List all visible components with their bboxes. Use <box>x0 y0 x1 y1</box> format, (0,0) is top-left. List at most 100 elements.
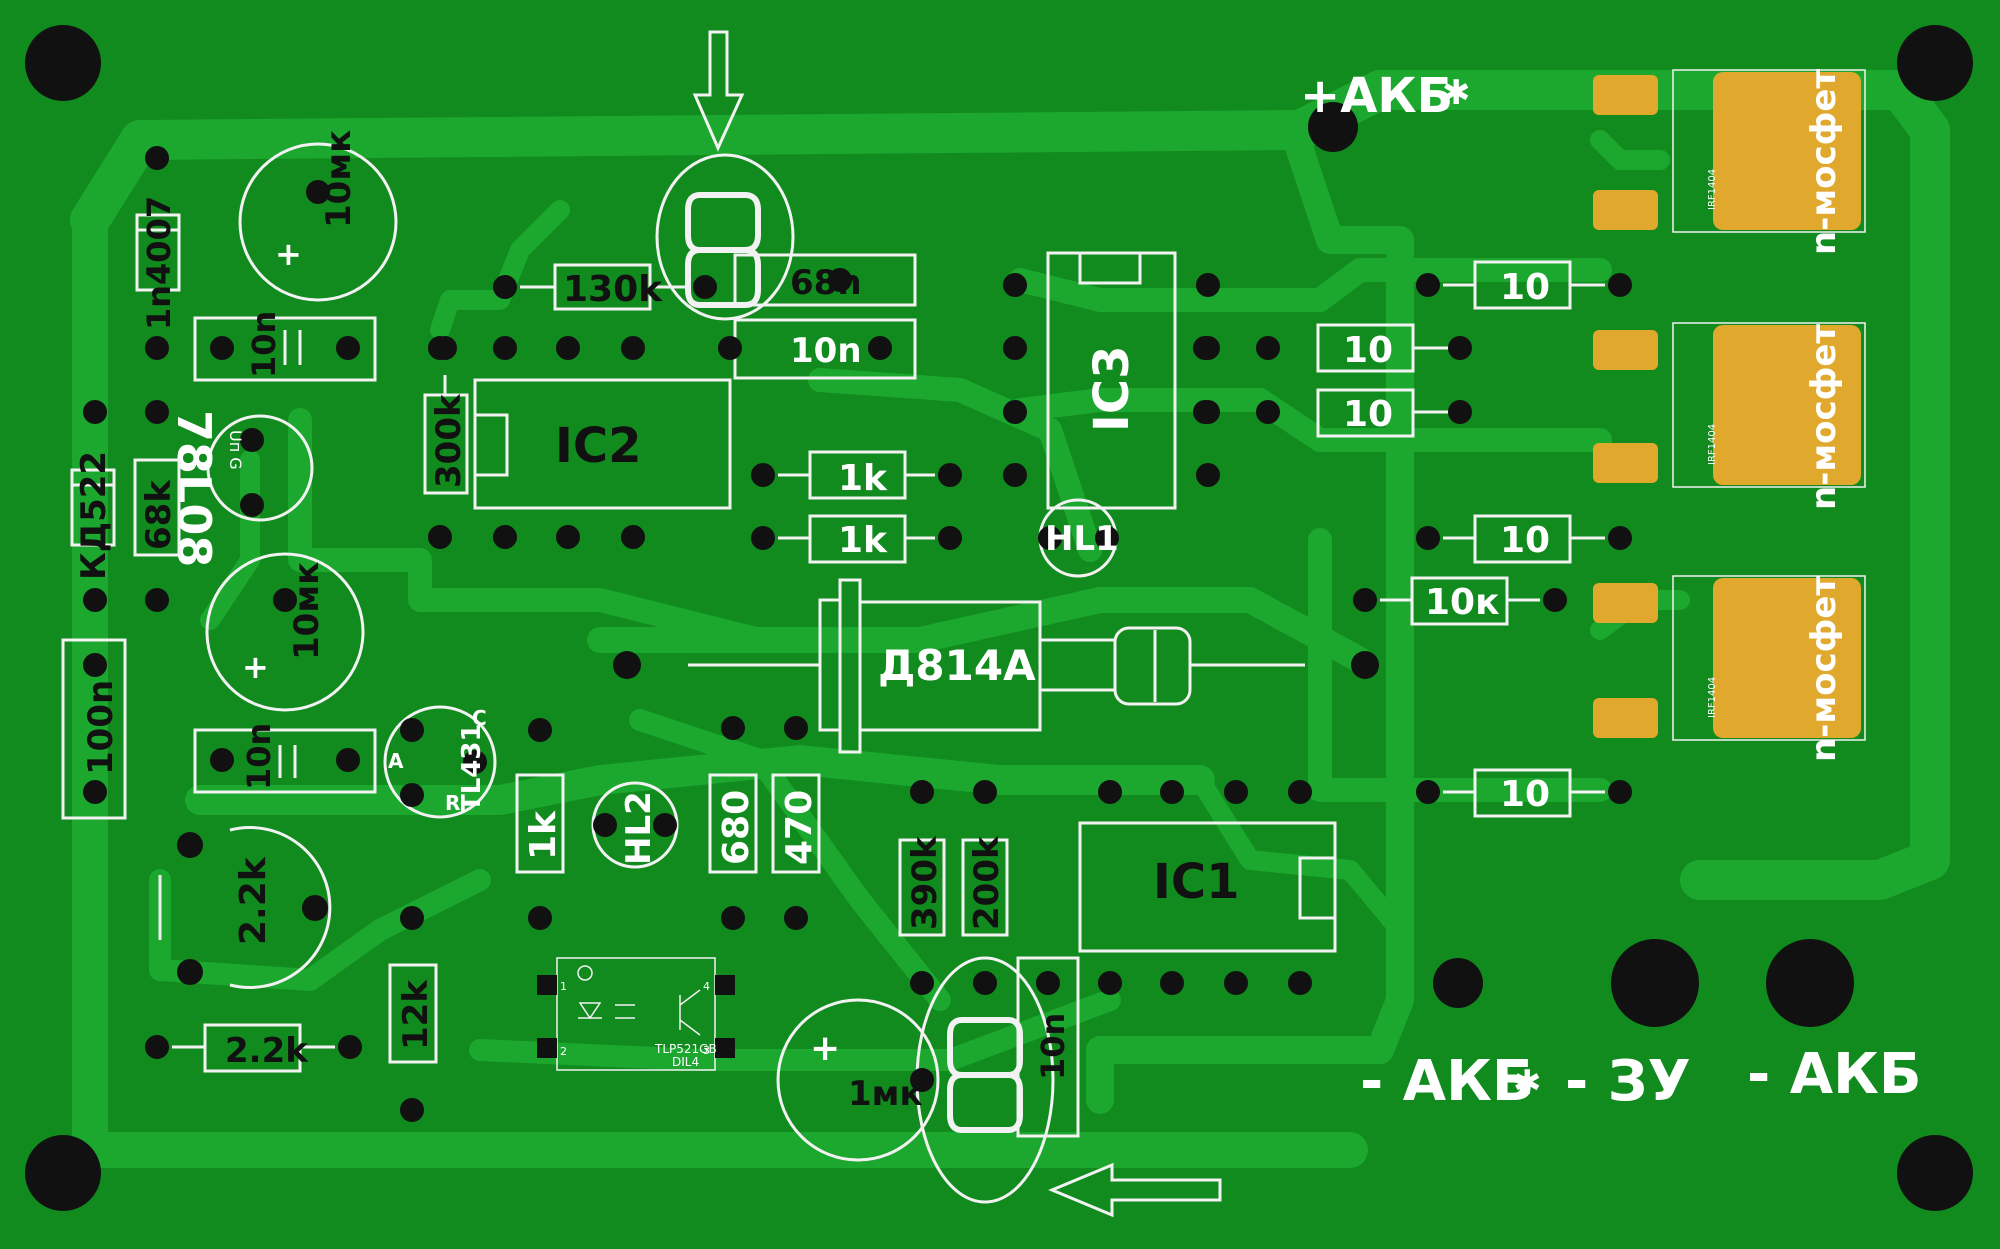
mounting-hole-top-left <box>25 25 101 101</box>
mosfet-3: n-мосфет IRF1404 <box>1593 575 1866 762</box>
resistor-10-right-1-label: 10 <box>1500 267 1550 308</box>
label-minus-akb-1-star: ✱ <box>1513 1063 1542 1103</box>
label-minus-akb-2: - АКБ <box>1747 1042 1922 1107</box>
terminal-minus-akb-pad-small <box>1433 958 1483 1008</box>
ic1-label: IC1 <box>1153 854 1239 910</box>
ic2: IC2 <box>428 336 732 549</box>
terminal-plus-akb-pad <box>1308 102 1358 152</box>
trimmer-2k2: 2.2k <box>158 826 332 989</box>
capacitor-10n-lower-label: 10n <box>240 723 278 790</box>
tl431-label: TL431 <box>457 723 487 812</box>
diode-1n4007: 1n4007 <box>135 146 181 360</box>
resistor-300k: 300k <box>423 336 469 495</box>
resistor-10k-label: 10к <box>1425 582 1500 623</box>
optocoupler-name: TLP521GB <box>654 1042 717 1056</box>
mosfet-2: n-мосфет IRF1404 <box>1593 322 1866 510</box>
arrow-down-indicator <box>692 30 745 152</box>
capacitor-100n-label: 100n <box>81 680 121 775</box>
oval-outline-top <box>655 153 795 321</box>
capacitor-10n-lower: 10n <box>193 723 377 794</box>
capacitor-1mk: + 1мк <box>776 998 940 1162</box>
mosfet-2-label: n-мосфет <box>1804 324 1844 510</box>
resistor-10k: 10к <box>1353 576 1567 626</box>
resistor-470: 470 <box>771 716 821 930</box>
label-plus-akb-star: ✱ <box>1442 73 1471 113</box>
led-hl2-label: HL2 <box>619 791 659 865</box>
resistor-10-right-3: 10 <box>1416 768 1632 818</box>
diode-1n4007-label: 1n4007 <box>140 196 178 330</box>
mosfet-3-ref: IRF1404 <box>1707 677 1718 718</box>
capacitor-10mk-top-plus: + <box>275 235 302 273</box>
capacitor-10mk-top-label: 10мк <box>319 130 359 228</box>
tl431-pin-r: R <box>445 791 460 815</box>
resistor-1k-vertical: 1k <box>515 718 565 930</box>
capacitor-10n-upper-label: 10n <box>245 311 283 378</box>
regulator-78l08: 78L08 Uп G <box>167 410 314 567</box>
resistor-130k-label: 130k <box>563 269 663 310</box>
led-hl2: HL2 <box>591 781 679 869</box>
resistor-12k-label: 12k <box>396 979 436 1050</box>
tl431-pin-c: C <box>472 706 487 730</box>
resistor-390k-label: 390k <box>905 835 945 930</box>
mounting-hole-top-right <box>1897 25 1973 101</box>
resistor-1k-upper: 1k <box>751 450 962 500</box>
resistor-10-right-2-label: 10 <box>1500 520 1550 561</box>
resistor-10-mid-b: 10 <box>1193 388 1472 438</box>
mosfet-1-ref: IRF1404 <box>1707 169 1718 210</box>
optocoupler-pin2: 2 <box>560 1045 567 1058</box>
resistor-1k-upper-label: 1k <box>838 458 888 499</box>
capacitor-10n-bottom-vertical: 10n <box>1016 956 1080 1138</box>
zener-d814a: Д814А <box>613 578 1379 754</box>
resistor-390k: 390k <box>898 780 946 995</box>
capacitor-100n: 100n <box>61 638 127 820</box>
regulator-78l08-label: 78L08 <box>167 410 221 567</box>
led-hl1-label: HL1 <box>1045 519 1119 559</box>
regulator-pin-label: Uп G <box>226 430 245 470</box>
ic3-label: IC3 <box>1084 346 1140 432</box>
resistor-470-label: 470 <box>779 790 820 865</box>
resistor-68k-label: 68k <box>139 479 179 550</box>
optocoupler-pin3: 3 <box>703 1044 710 1057</box>
optocoupler-pin4: 4 <box>703 980 710 993</box>
resistor-200k: 200k <box>961 780 1009 995</box>
terminal-minus-akb-pad-large <box>1766 939 1854 1027</box>
capacitor-10n-bottom-vertical-label: 10n <box>1034 1013 1072 1080</box>
ic2-label: IC2 <box>555 418 641 474</box>
led-hl1: HL1 <box>1038 498 1119 578</box>
resistor-1k-lower: 1k <box>751 514 962 564</box>
resistor-10-mid-a: 10 <box>1193 323 1472 373</box>
resistor-130k: 130k <box>493 263 717 311</box>
mosfet-1: n-мосфет IRF1404 <box>1593 69 1866 255</box>
label-plus-akb: +АКБ <box>1300 68 1453 124</box>
resistor-68k: 68k <box>133 400 181 612</box>
diode-kd522-label: КД522 <box>74 451 114 580</box>
diode-kd522: КД522 <box>70 400 116 612</box>
resistor-2k2-label: 2.2k <box>225 1031 309 1071</box>
optocoupler-tlp521: 1 2 3 4 TLP521GB DIL4 <box>537 957 735 1071</box>
resistor-10-right-1: 10 <box>1416 260 1632 310</box>
tl431: TL431 A C R <box>383 705 497 819</box>
mosfet-2-ref: IRF1404 <box>1707 424 1718 465</box>
resistor-1k-vertical-label: 1k <box>523 810 564 860</box>
optocoupler-pin1: 1 <box>560 980 567 993</box>
resistor-680-label: 680 <box>716 790 757 865</box>
label-minus-akb-1: - АКБ <box>1360 1049 1535 1114</box>
ic1: IC1 <box>1078 780 1337 995</box>
tl431-pin-a: A <box>388 749 404 773</box>
capacitor-1mk-plus: + <box>810 1028 840 1069</box>
mosfet-1-label: n-мосфет <box>1804 69 1844 255</box>
capacitor-10mk-mid: + 10мк <box>205 552 365 712</box>
resistor-10-mid-a-label: 10 <box>1343 330 1393 371</box>
resistor-680: 680 <box>708 716 758 930</box>
resistor-10-right-2: 10 <box>1416 514 1632 564</box>
power-terminals <box>1308 102 1854 1027</box>
capacitor-10n-upper: 10n <box>193 311 377 382</box>
resistor-10-mid-b-label: 10 <box>1343 394 1393 435</box>
optocoupler-package: DIL4 <box>672 1055 699 1069</box>
resistor-1k-lower-label: 1k <box>838 520 888 561</box>
capacitor-68n-label: 68n <box>790 263 862 303</box>
zener-d814a-label: Д814А <box>878 641 1036 690</box>
capacitor-1mk-label: 1мк <box>848 1074 923 1114</box>
resistor-2k2: 2.2k <box>145 1023 362 1073</box>
